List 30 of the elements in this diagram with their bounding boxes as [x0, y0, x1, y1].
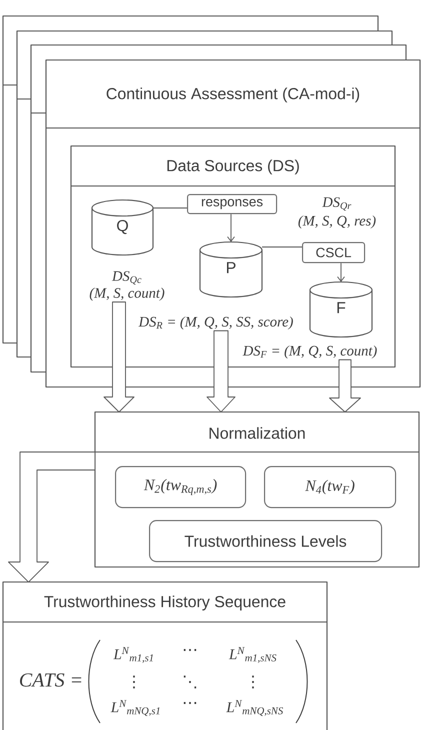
- rounded-box: N$_{4}$(tw$_{F}$): [264, 466, 396, 508]
- ellipsis: ⋯: [184, 649, 196, 652]
- matrix-entry: L$^{N}$mNQ,sNS: [226, 700, 283, 716]
- database-cylinder: P: [199, 241, 263, 298]
- matrix-entry: L$^{N}$mNQ,s1: [110, 700, 160, 716]
- database-cylinder: Q: [91, 199, 154, 256]
- matrix-entry: L$^{N}$m1,sNS: [228, 647, 276, 663]
- block-arrow: [104, 302, 134, 412]
- ellipsis: ⋱: [184, 676, 196, 688]
- rounded-box: CSCL: [302, 242, 366, 264]
- formula-label: CATS =: [20, 673, 82, 687]
- rounded-box: responses: [187, 194, 278, 214]
- formula-label: (M, S, Q, res): [298, 215, 376, 229]
- rounded-box: N$_{2}$(tw$_{Rq,m,s}$): [115, 466, 246, 508]
- connector-line: [262, 246, 302, 248]
- database-cylinder: F: [309, 281, 373, 338]
- ellipsis: ⋮: [252, 676, 254, 688]
- ellipsis: ⋯: [184, 702, 196, 704]
- matrix-entry: L$^{N}$m1,s1: [113, 647, 153, 663]
- ellipsis: ⋮: [133, 676, 135, 688]
- block-arrow: [8, 452, 96, 582]
- block-arrow: [206, 330, 236, 412]
- formula-label: DS$_{Qc}$ (M, S, count): [90, 271, 164, 301]
- block-arrow: [329, 359, 361, 412]
- arrow: [337, 262, 345, 282]
- formula-label: DS$_{Qr}$: [322, 197, 352, 211]
- formula-label: DS$_{F}$ = (M, Q, S, count): [242, 345, 377, 359]
- formula-label: DS$_{R}$ = (M, Q, S, SS, score): [138, 316, 293, 330]
- rounded-box: Trustworthiness Levels: [149, 520, 382, 562]
- arrow: [227, 214, 235, 242]
